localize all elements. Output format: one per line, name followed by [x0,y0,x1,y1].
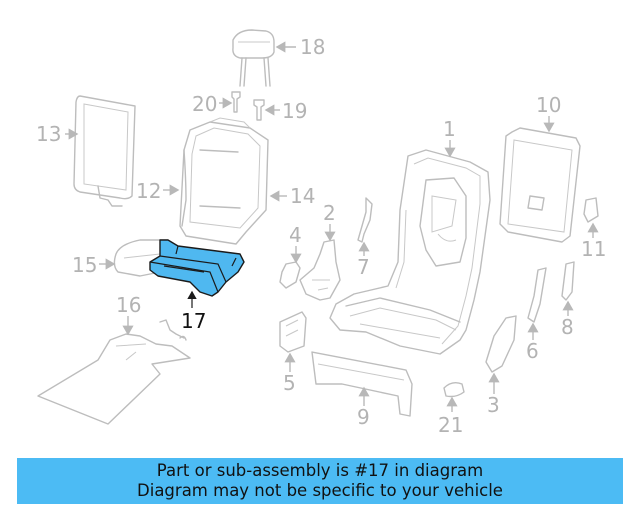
part-14-seatback-frame [179,121,269,245]
part-10-back-cover [499,127,581,243]
part-6-strip [527,267,547,323]
callout-11: 11 [581,237,606,261]
part-16-floor-mat [37,319,191,425]
callout-3: 3 [487,393,500,417]
part-12-seatback-pad [181,117,251,227]
part-9-lower-trim [311,351,413,417]
callout-21: 21 [438,413,463,437]
banner-line-2: Diagram may not be specific to your vehi… [137,481,503,500]
banner-line-1: Part or sub-assembly is #17 in diagram [156,461,484,480]
info-banner: Part or sub-assembly is #17 in diagram D… [17,458,623,504]
part-21-knob [443,381,465,398]
callout-19: 19 [282,99,307,123]
callout-4: 4 [289,223,302,247]
callout-18: 18 [300,35,325,59]
callout-14: 14 [290,184,315,208]
callout-7: 7 [357,255,370,279]
callout-9: 9 [357,405,370,429]
part-7-strap [357,197,373,243]
leader-lines [65,41,599,412]
callout-15: 15 [72,253,97,277]
callout-2: 2 [323,201,336,225]
part-8-strip [561,261,575,301]
part-17-cushion-pad [149,239,245,297]
part-19-guide [253,99,265,121]
callout-13: 13 [36,122,61,146]
callout-12: 12 [136,179,161,203]
callout-10: 10 [536,93,561,117]
callout-5: 5 [283,371,296,395]
callout-20: 20 [192,92,217,116]
part-5-plate [279,311,307,353]
callout-6: 6 [526,339,539,363]
part-13-back-panel [73,95,136,207]
part-2-bracket [299,239,341,301]
part-1-seat-frame [329,149,491,355]
part-4-bracket [279,261,301,289]
part-18-headrest [232,29,275,87]
part-3-side-trim [485,315,517,373]
part-11-clip [583,197,599,223]
callout-8: 8 [561,315,574,339]
part-20-guide [231,91,241,113]
callout-16: 16 [116,293,141,317]
callout-1: 1 [443,117,456,141]
parts-diagram: 18 20 19 13 12 14 15 17 16 4 2 7 1 10 11… [36,29,606,437]
callout-17: 17 [181,309,206,333]
